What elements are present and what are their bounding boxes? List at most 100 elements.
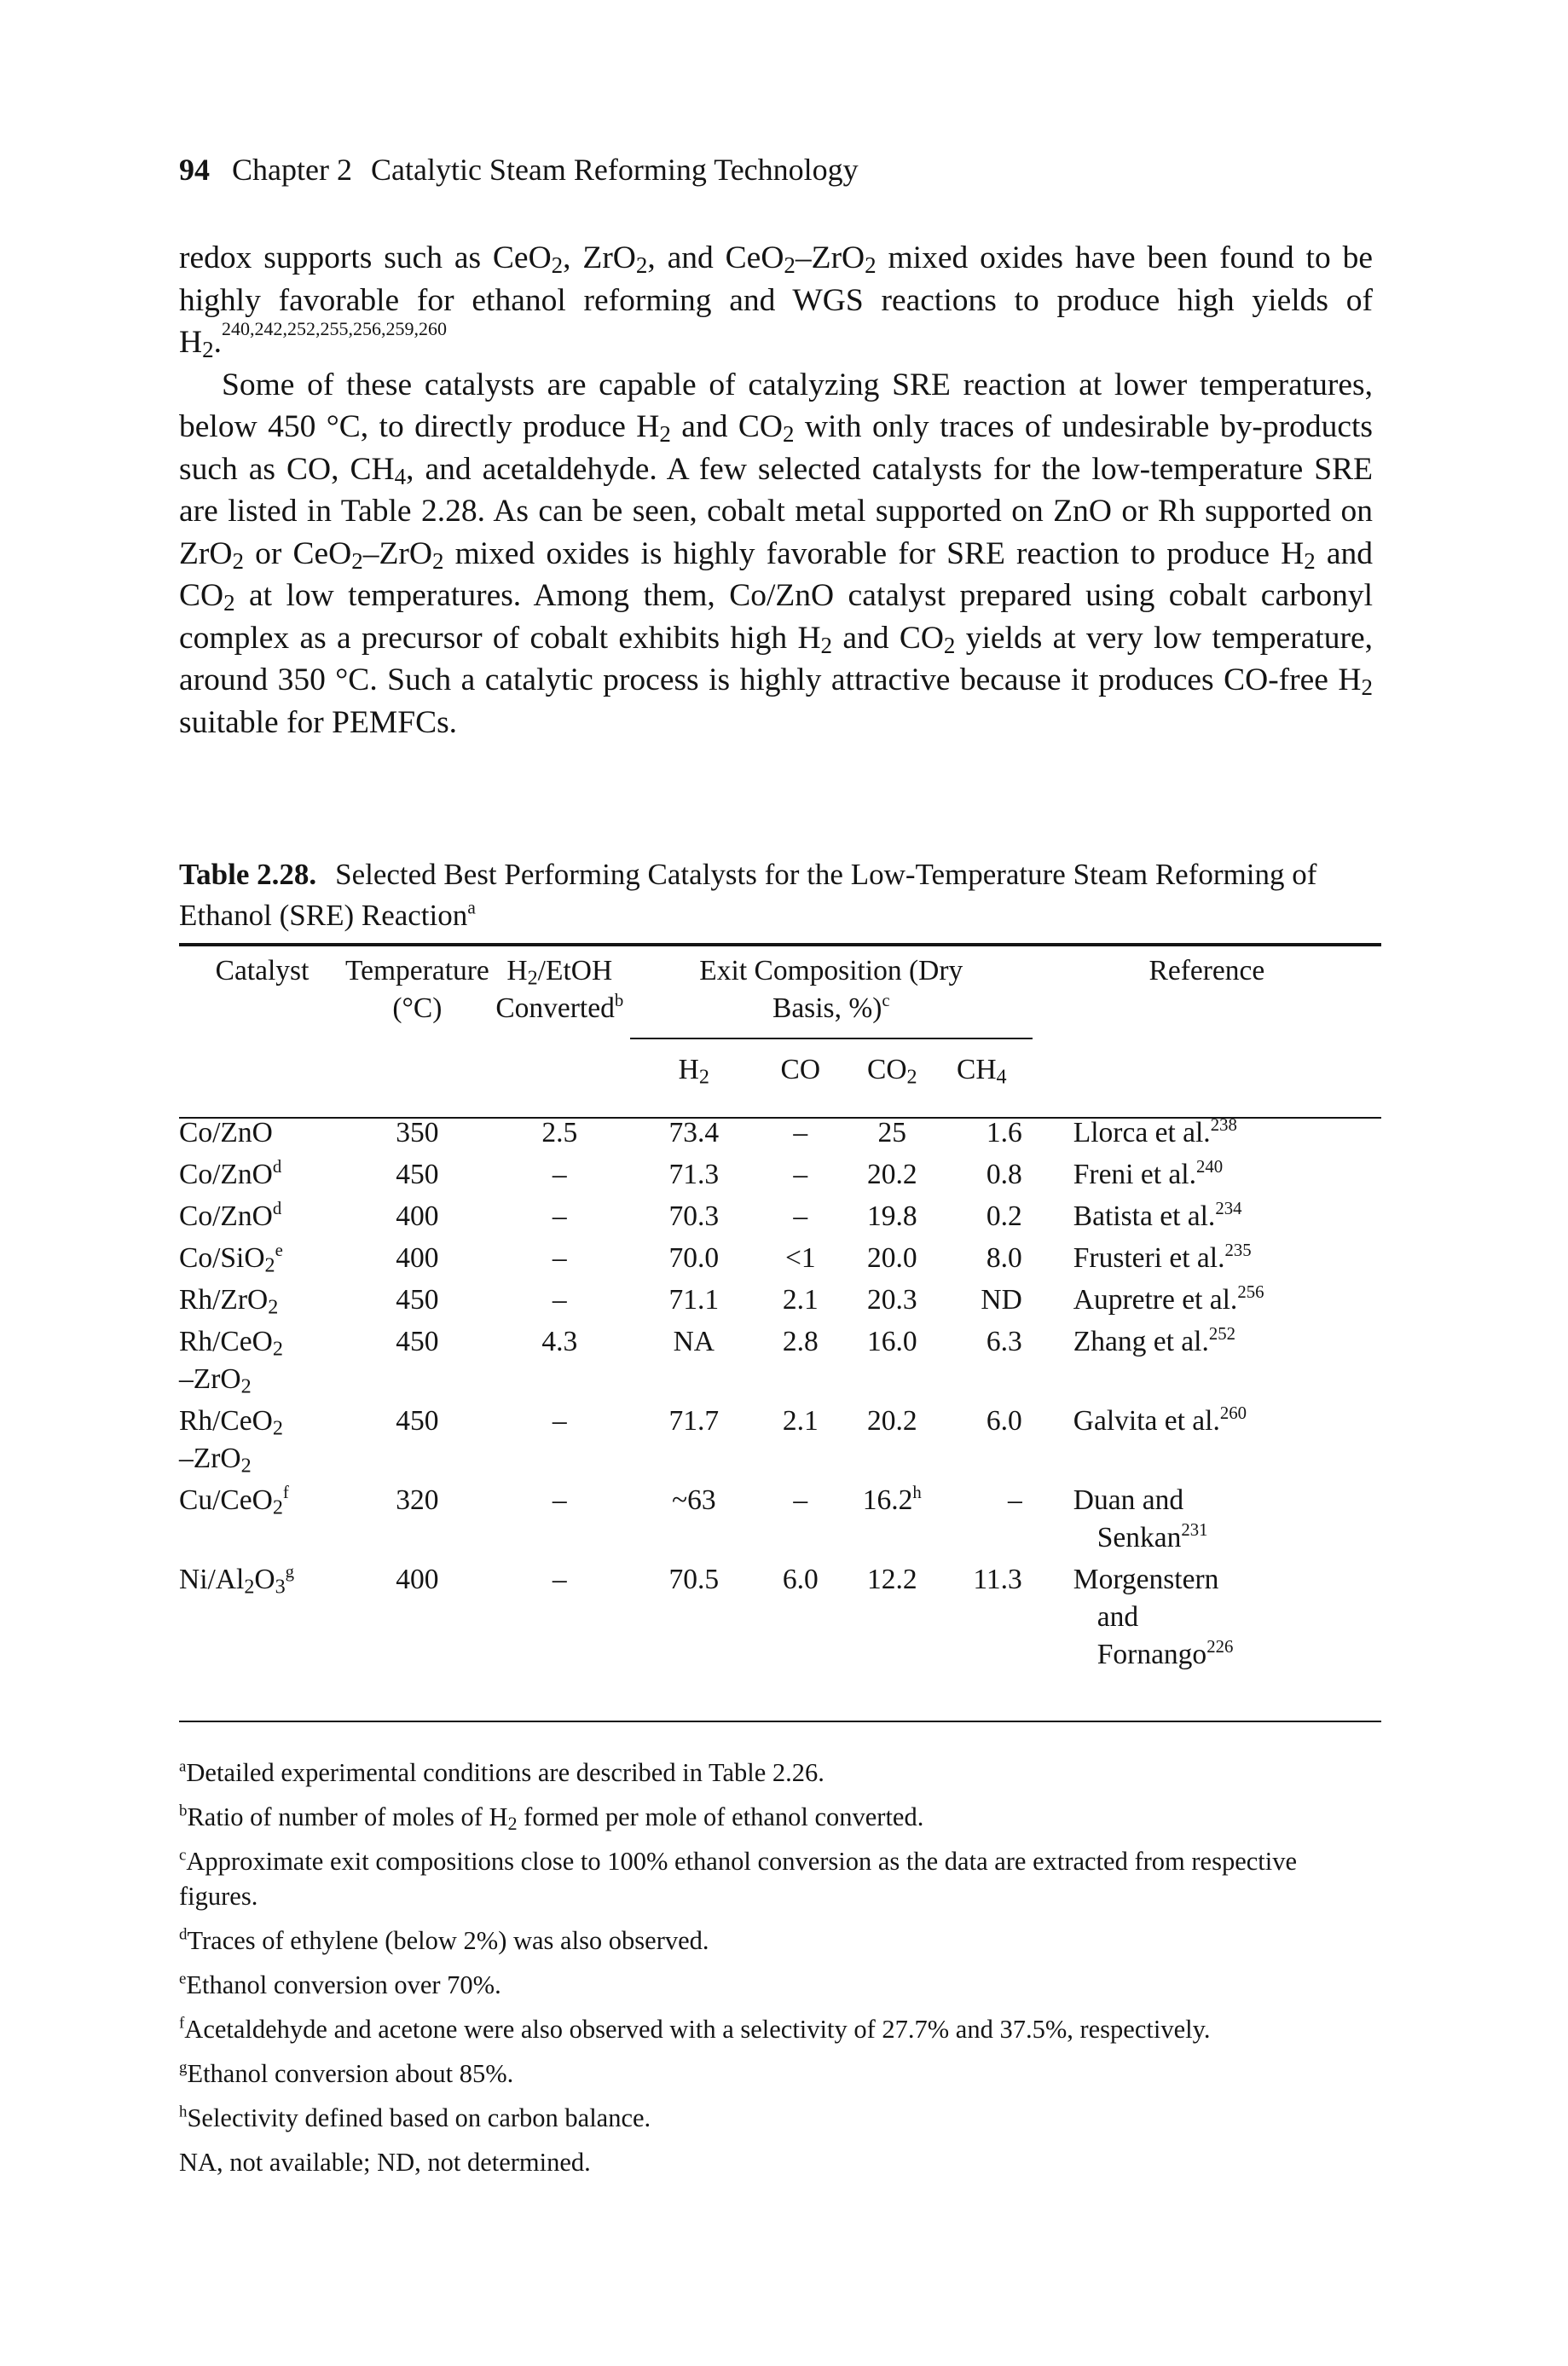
cell-converted: –: [552, 1405, 567, 1437]
cell-reference: Freni et al.240: [1073, 1157, 1224, 1190]
cell-h2: 71.3: [668, 1159, 720, 1190]
cell-ch4: 11.3: [973, 1564, 1022, 1595]
cell-co2: 16.2h: [862, 1483, 922, 1516]
cell-temperature: 320: [396, 1484, 439, 1516]
cell-converted: –: [552, 1284, 567, 1316]
cell-catalyst: Cu/CeO2f: [179, 1483, 289, 1519]
col-header-catalyst: Catalyst: [215, 955, 310, 986]
cell-converted: –: [552, 1159, 567, 1190]
cell-ch4: 0.8: [986, 1159, 1022, 1190]
cell-co: 2.8: [782, 1326, 819, 1357]
table-top-rule: [179, 943, 1381, 946]
cell-converted: –: [552, 1564, 567, 1595]
cell-converted: –: [552, 1484, 567, 1516]
table-bottom-rule: [179, 1721, 1381, 1722]
cell-h2: 71.1: [668, 1284, 720, 1316]
table-subheader-row: H2 CO CO2 CH4: [179, 1038, 1381, 1097]
cell-co: –: [793, 1159, 808, 1190]
cell-ch4: 6.0: [986, 1405, 1022, 1437]
cell-catalyst: Co/SiO2e: [179, 1241, 283, 1277]
body-text: redox supports such as CeO2, ZrO2, and C…: [179, 237, 1373, 743]
cell-temperature: 450: [396, 1284, 439, 1316]
cell-ch4: ND: [981, 1284, 1022, 1316]
footnote-g: gEthanol conversion about 85%.: [179, 2058, 514, 2088]
cell-catalyst: Co/ZnOd: [179, 1199, 282, 1232]
cell-temperature: 450: [396, 1405, 439, 1437]
cell-reference: Llorca et al.238: [1073, 1115, 1237, 1148]
footnote-e: eEthanol conversion over 70%.: [179, 1970, 501, 1999]
table-footnotes: aDetailed experimental conditions are de…: [179, 1756, 1381, 2190]
cell-co2: 12.2: [866, 1564, 917, 1595]
footnote-d: dTraces of ethylene (below 2%) was also …: [179, 1925, 709, 1955]
cell-catalyst: Co/ZnOd: [179, 1157, 282, 1190]
cell-h2: ~63: [671, 1484, 716, 1516]
cell-converted: 4.3: [541, 1326, 578, 1357]
cell-co: –: [793, 1484, 808, 1516]
footnote-h: hSelectivity defined based on carbon bal…: [179, 2103, 651, 2132]
col-header-co2: CO2: [866, 1054, 917, 1089]
footnote-abbreviations: NA, not available; ND, not determined.: [179, 2148, 591, 2177]
footnote-c: cApproximate exit compositions close to …: [179, 1846, 1298, 1911]
cell-h2: 71.7: [668, 1405, 720, 1437]
table-row: Co/SiO2e 400 – 70.0 <1 20.0 8.0 Frusteri et al.…: [179, 1240, 1381, 1281]
cell-co: 6.0: [782, 1564, 819, 1595]
cell-catalyst: Rh/CeO2–ZrO2: [179, 1326, 283, 1398]
cell-co2: 25: [877, 1117, 907, 1148]
cell-catalyst: Ni/Al2O3g: [179, 1562, 295, 1599]
cell-temperature: 450: [396, 1159, 439, 1190]
cell-h2: 70.5: [668, 1564, 720, 1595]
cell-ch4: –: [1008, 1484, 1022, 1516]
cell-temperature: 400: [396, 1564, 439, 1595]
cell-co2: 20.2: [866, 1159, 917, 1190]
cell-h2: 70.0: [668, 1242, 720, 1274]
paragraph: redox supports such as CeO2, ZrO2, and C…: [179, 240, 1373, 362]
cell-converted: 2.5: [541, 1117, 578, 1148]
cell-co: 2.1: [782, 1284, 819, 1316]
cell-co2: 16.0: [866, 1326, 917, 1357]
footnote-a: aDetailed experimental conditions are de…: [179, 1757, 825, 1787]
col-header-reference: Reference: [1149, 955, 1265, 986]
table-label: Table 2.28.: [179, 858, 317, 891]
paragraph: Some of these catalysts are capable of c…: [179, 367, 1373, 740]
cell-co2: 20.0: [866, 1242, 917, 1274]
cell-catalyst: Co/ZnO: [179, 1117, 273, 1148]
cell-ch4: 1.6: [986, 1117, 1022, 1148]
cell-co: <1: [784, 1242, 816, 1274]
chapter-label: Chapter 2: [232, 153, 352, 187]
cell-temperature: 400: [396, 1200, 439, 1232]
cell-ch4: 6.3: [986, 1326, 1022, 1357]
cell-temperature: 400: [396, 1242, 439, 1274]
citation-refs: 240,242,252,255,256,259,260: [221, 318, 447, 340]
cell-converted: –: [552, 1242, 567, 1274]
cell-reference: Zhang et al.252: [1073, 1324, 1235, 1357]
cell-catalyst: Rh/CeO2–ZrO2: [179, 1405, 283, 1478]
cell-h2: 70.3: [668, 1200, 720, 1232]
page-number: 94: [179, 153, 210, 187]
cell-co: 2.1: [782, 1405, 819, 1437]
cell-reference: Frusteri et al.235: [1073, 1241, 1252, 1274]
cell-reference: Batista et al.234: [1073, 1199, 1242, 1232]
cell-ch4: 0.2: [986, 1200, 1022, 1232]
cell-co2: 19.8: [866, 1200, 917, 1232]
table-caption: Table 2.28.Selected Best Performing Cata…: [179, 858, 1317, 932]
col-header-h2: H2: [678, 1054, 709, 1089]
cell-h2: 73.4: [668, 1117, 720, 1148]
cell-co2: 20.2: [866, 1405, 917, 1437]
cell-temperature: 350: [396, 1117, 439, 1148]
footnote-b: bRatio of number of moles of H2 formed p…: [179, 1802, 924, 1834]
cell-ch4: 8.0: [986, 1242, 1022, 1274]
cell-co2: 20.3: [866, 1284, 917, 1316]
